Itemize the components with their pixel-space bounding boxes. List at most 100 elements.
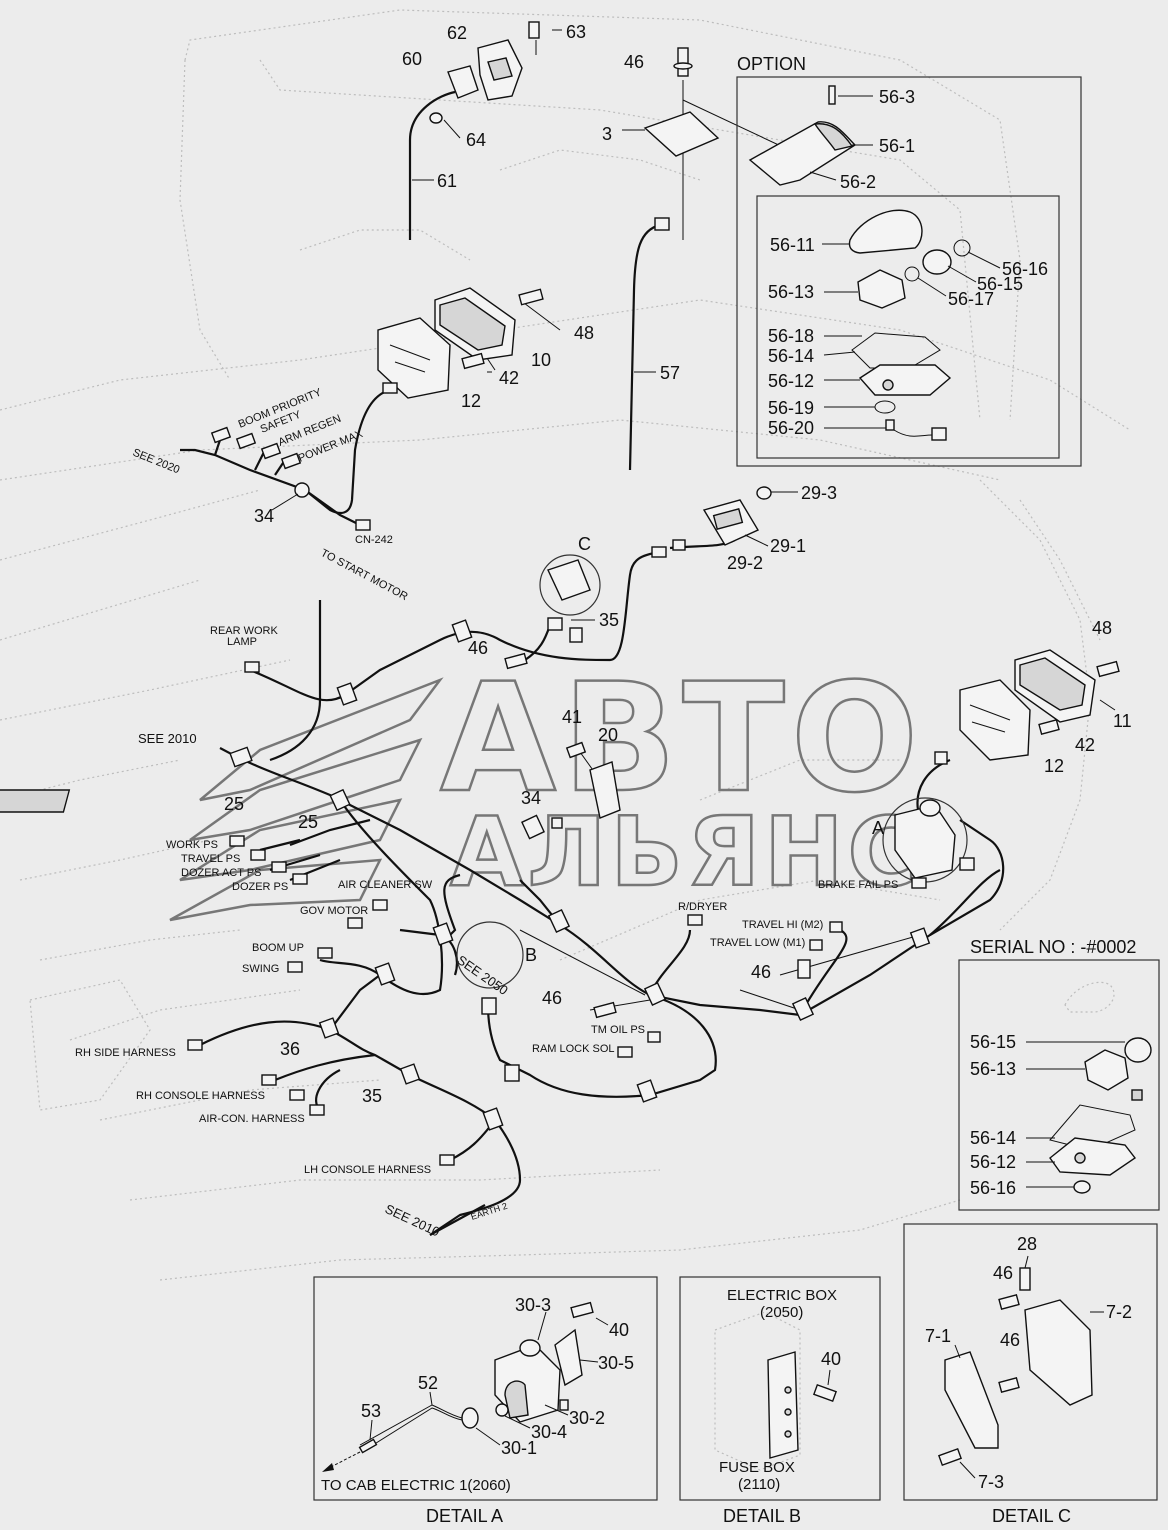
bolt-64 <box>429 112 443 124</box>
sensor-30-1 <box>461 1407 479 1429</box>
option-label-56-13: 56-13 <box>768 282 814 302</box>
detail-a-panel: DETAIL A 30-3 40 30-5 52 53 30-2 30-4 30… <box>313 1276 658 1526</box>
callout-46-right: 46 <box>751 962 771 982</box>
bolt-41 <box>565 741 587 759</box>
label-see-2010-a: SEE 2010 <box>138 731 197 746</box>
bracket-12b <box>959 679 1031 761</box>
detail-b-40: 40 <box>821 1349 841 1369</box>
detail-a-30-5: 30-5 <box>598 1353 634 1373</box>
callout-29-2: 29-2 <box>727 553 763 573</box>
sensor-56-20 <box>885 419 895 431</box>
bracket-28 <box>1019 1267 1031 1291</box>
callout-62: 62 <box>447 23 467 43</box>
label-swing: SWING <box>242 963 279 975</box>
detail-b-title: DETAIL B <box>723 1506 801 1526</box>
callout-29-3: 29-3 <box>801 483 837 503</box>
label-brake-fail-ps: BRAKE FAIL PS <box>818 879 898 891</box>
switch-60 <box>447 65 479 99</box>
callout-29-1: 29-1 <box>770 536 806 556</box>
serial-label-56-12: 56-12 <box>970 1152 1016 1172</box>
detail-a-30-1: 30-1 <box>501 1438 537 1458</box>
serial-panel-title: SERIAL NO : -#0002 <box>970 937 1136 957</box>
callout-10: 10 <box>531 350 551 370</box>
serial-panel: SERIAL NO : -#0002 56-15 56-13 56-14 56-… <box>958 937 1160 1211</box>
screw-56-3 <box>828 85 836 105</box>
nut-42 <box>461 352 485 370</box>
label-rear-work-lamp-2: LAMP <box>227 636 257 648</box>
label-travel-ps: TRAVEL PS <box>181 853 240 865</box>
callout-46-mid: 46 <box>468 638 488 658</box>
detail-b-panel: DETAIL B ELECTRIC BOX (2050) 40 FUSE BOX… <box>679 1276 881 1526</box>
label-air-cleaner-sw: AIR CLEANER SW <box>338 879 433 891</box>
main-harness-wires <box>180 90 1005 1236</box>
fuse-box <box>767 1351 799 1459</box>
machine-outline-background <box>0 9 1131 1281</box>
label-r-dryer: R/DRYER <box>678 901 727 913</box>
detail-c-7-2: 7-2 <box>1106 1302 1132 1322</box>
plate-3 <box>643 111 720 157</box>
detail-a-40: 40 <box>609 1320 629 1340</box>
detail-c-7-1: 7-1 <box>925 1326 951 1346</box>
detail-c-28: 28 <box>1017 1234 1037 1254</box>
nut-56-15 <box>922 249 952 275</box>
o-ring-56-17 <box>904 266 920 282</box>
serial-label-56-13: 56-13 <box>970 1059 1016 1079</box>
option-label-56-1: 56-1 <box>879 136 915 156</box>
detail-b-frame <box>679 1276 881 1501</box>
cover-56-11 <box>848 209 923 254</box>
switch-56-13 <box>857 269 906 309</box>
callout-34-top: 34 <box>254 506 274 526</box>
callout-64: 64 <box>466 130 486 150</box>
plate-20 <box>589 761 621 819</box>
bulb-29-3 <box>756 486 772 500</box>
bracket-30-5 <box>554 1328 583 1387</box>
label-travel-low: TRAVEL LOW (M1) <box>710 937 805 949</box>
label-rh-side-harness: RH SIDE HARNESS <box>75 1047 176 1059</box>
callout-60: 60 <box>402 49 422 69</box>
detail-a-52: 52 <box>418 1373 438 1393</box>
callout-35-low: 35 <box>362 1086 382 1106</box>
callout-46-low: 46 <box>542 988 562 1008</box>
o-ring-56-16 <box>953 239 971 257</box>
option-label-56-19: 56-19 <box>768 398 814 418</box>
detail-a-title: DETAIL A <box>426 1506 503 1526</box>
serial-base-56-12 <box>1049 1137 1137 1176</box>
option-panel-frame <box>736 76 1082 467</box>
callout-48-top: 48 <box>574 323 594 343</box>
serial-panel-frame <box>958 959 1160 1211</box>
bolt-7-3 <box>937 1447 963 1467</box>
label-gov-motor: GOV MOTOR <box>300 905 368 917</box>
detail-c-panel: DETAIL C 28 46 7-2 7-1 46 7-3 <box>903 1223 1158 1526</box>
option-label-56-15: 56-15 <box>977 274 1023 294</box>
option-panel-title: OPTION <box>737 54 806 74</box>
detail-a-53: 53 <box>361 1401 381 1421</box>
label-work-ps: WORK PS <box>166 839 218 851</box>
callout-numbers: 60 62 63 64 61 46 3 57 48 10 42 12 34 29… <box>224 22 1132 1106</box>
detail-b-electric-box-ref: (2050) <box>760 1304 803 1321</box>
detail-c-7-3: 7-3 <box>978 1472 1004 1492</box>
label-cn-242: CN-242 <box>355 534 393 546</box>
callout-48-right: 48 <box>1092 618 1112 638</box>
option-label-56-17: 56-17 <box>948 289 994 309</box>
label-to-start-motor: TO START MOTOR <box>319 547 410 603</box>
detail-a-30-4: 30-4 <box>531 1422 567 1442</box>
option-label-56-11: 56-11 <box>770 235 815 255</box>
connector-57 <box>654 217 670 231</box>
callout-57: 57 <box>660 363 680 383</box>
callout-42-right: 42 <box>1075 735 1095 755</box>
callout-A: A <box>872 818 884 838</box>
callout-12-top: 12 <box>461 391 481 411</box>
cover-56-1 <box>813 123 854 151</box>
clip-34 <box>294 482 310 498</box>
watermark-line-2: АЛЬЯНС <box>450 798 921 908</box>
box-7-2 <box>1024 1299 1093 1406</box>
label-see-2010-b: SEE 2010 <box>383 1201 442 1239</box>
label-dozer-ps: DOZER PS <box>232 881 288 893</box>
bolt-48 <box>518 288 544 306</box>
option-panel-inner-frame <box>756 195 1060 459</box>
detail-a-note: TO CAB ELECTRIC 1(2060) <box>321 1477 511 1494</box>
detail-a-30-3: 30-3 <box>515 1295 551 1315</box>
callout-11: 11 <box>1113 711 1132 731</box>
label-dozer-act-ps: DOZER ACT PS <box>181 867 261 879</box>
